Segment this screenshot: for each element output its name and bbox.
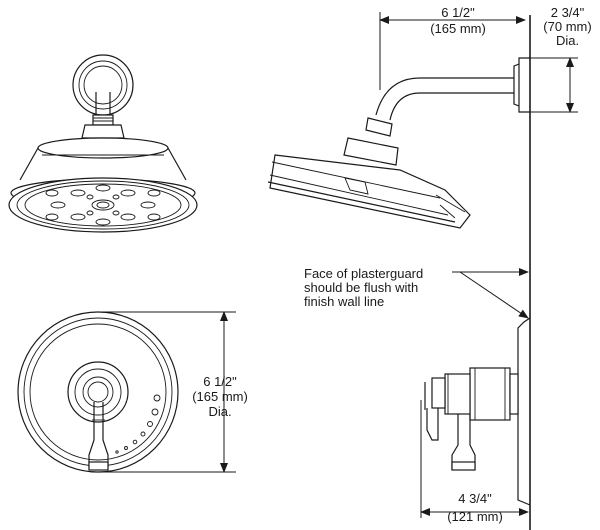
trim-plate-suffix: Dia.: [208, 404, 232, 419]
dimension-trim-plate: [100, 311, 236, 473]
valve-side-view: [424, 317, 531, 506]
flange-suffix: Dia.: [555, 33, 580, 48]
arm-reach-imperial: 6 1/2": [441, 5, 475, 20]
showerhead-side-view: [267, 15, 531, 530]
flange-imperial: 2 3/4": [550, 5, 585, 20]
dimension-valve-depth: [420, 400, 529, 518]
dimension-flange: [530, 57, 578, 113]
callout-line-2: should be flush with: [304, 280, 419, 295]
callout-line-3: finish wall line: [304, 294, 385, 309]
flange-metric: (70 mm): [543, 19, 592, 34]
callout-line-1: Face of plasterguard: [304, 266, 424, 281]
callout-leaders: [452, 268, 529, 319]
valve-depth-metric: (121 mm): [447, 509, 503, 524]
temperature-indicator-dots: [115, 394, 161, 454]
trim-plate-imperial: 6 1/2": [203, 374, 237, 389]
nozzle-pattern: [45, 184, 161, 226]
arm-reach-metric: (165 mm): [430, 21, 486, 36]
showerhead-front-view: [8, 54, 198, 233]
dimension-arm-reach: [379, 12, 526, 90]
valve-depth-imperial: 4 3/4": [458, 491, 492, 506]
trim-plate-front-view: [17, 311, 179, 473]
trim-plate-metric: (165 mm): [192, 389, 248, 404]
